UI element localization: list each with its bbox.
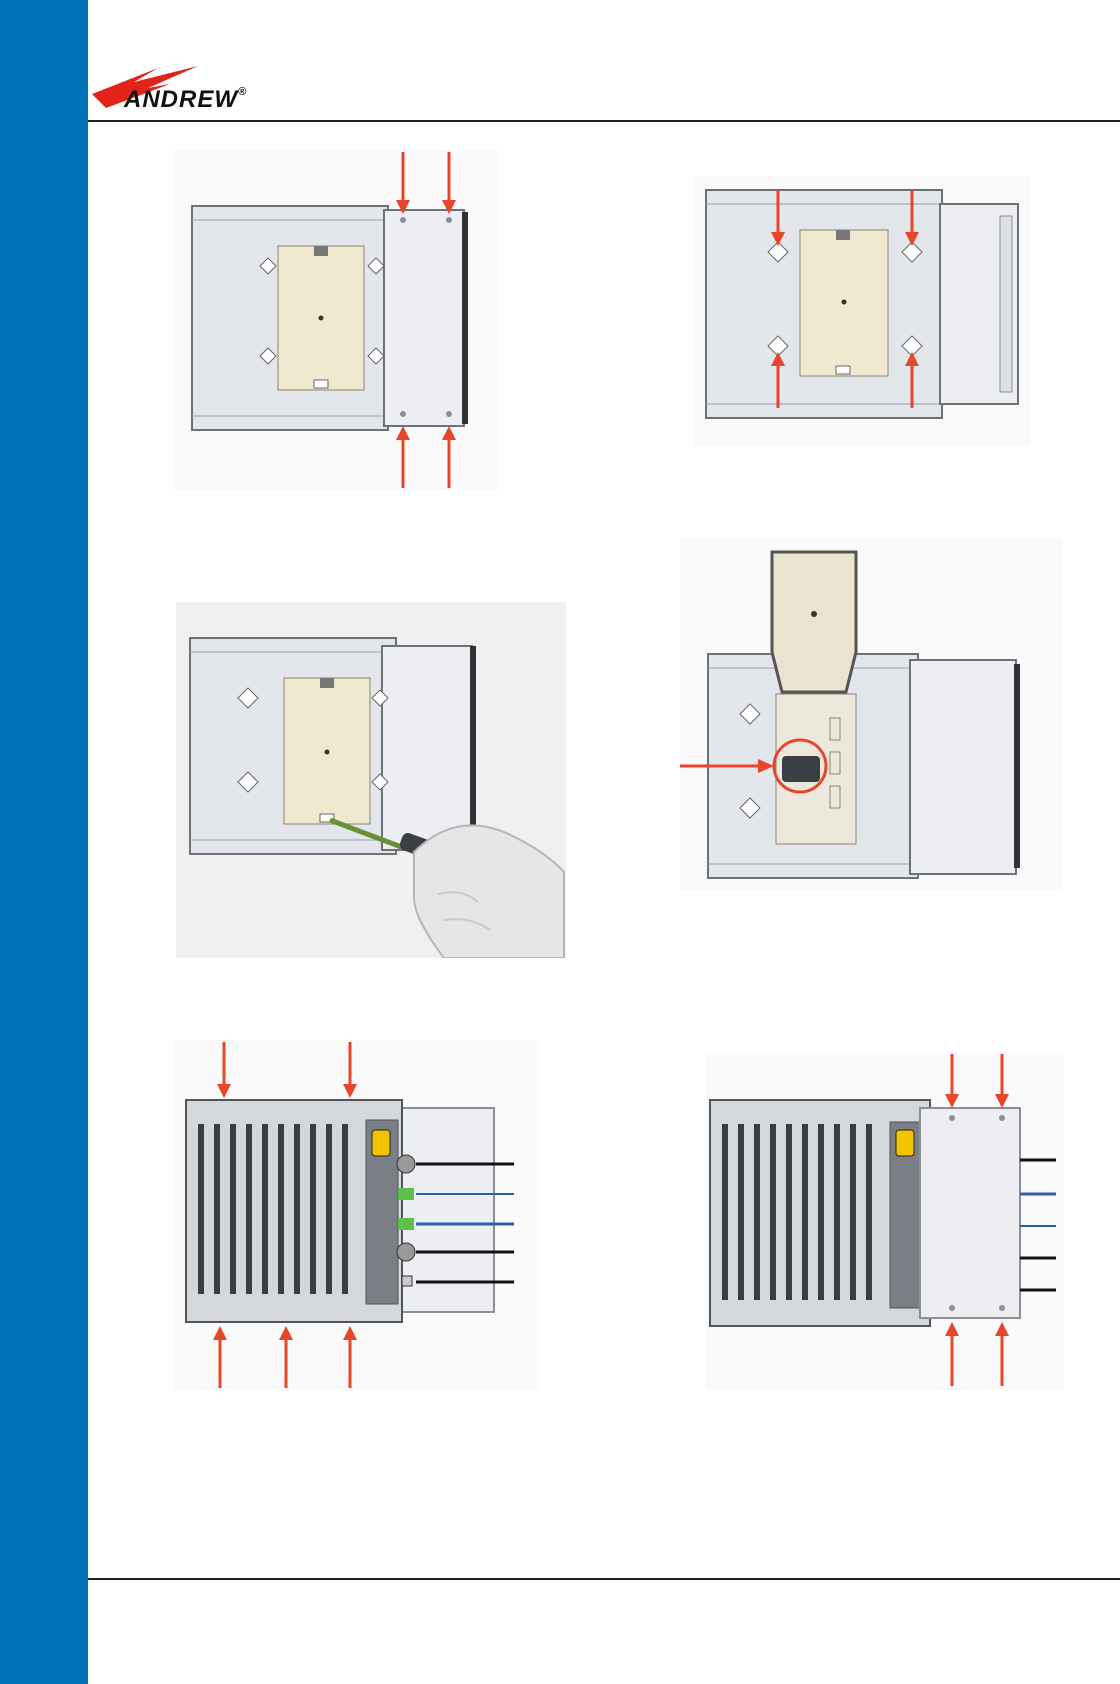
figure-2: [694, 176, 1030, 446]
brand-wordmark: ANDREW®: [124, 86, 247, 114]
footer-rule: [88, 1578, 1120, 1580]
figure-1: [174, 150, 498, 490]
header-rule: [88, 120, 1120, 122]
figure-6: [706, 1052, 1064, 1390]
figure-4: [680, 538, 1062, 890]
blue-sidebar: [0, 0, 88, 1684]
figure-3: [176, 602, 566, 958]
figure-5: [174, 1040, 540, 1390]
